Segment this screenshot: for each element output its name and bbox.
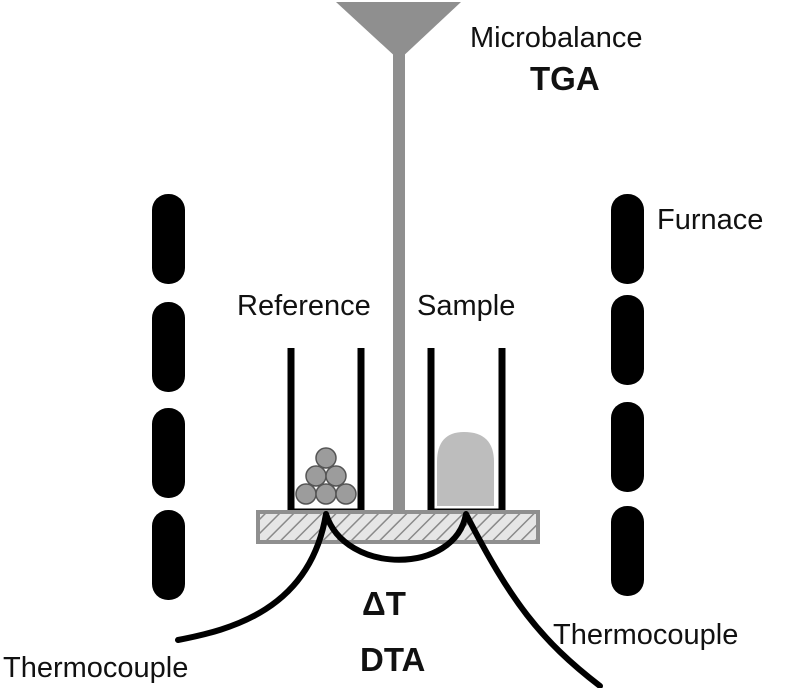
furnace-segment — [152, 408, 185, 498]
thermocouple-label-left: Thermocouple — [3, 652, 188, 684]
furnace-segment — [152, 510, 185, 600]
microbalance-label: Microbalance — [470, 22, 642, 54]
furnace-segment — [611, 506, 644, 596]
thermocouple-label-right: Thermocouple — [553, 619, 738, 651]
furnace-segment — [152, 194, 185, 284]
furnace-wall-left — [152, 194, 185, 600]
dta-label: DTA — [360, 641, 425, 678]
sample-label: Sample — [417, 290, 515, 322]
thermocouple-wire-right — [463, 511, 603, 688]
furnace-segment — [611, 194, 644, 284]
reference-material-spheres — [295, 447, 357, 505]
thermocouple-wire-left — [175, 511, 329, 643]
furnace-wall-right — [611, 194, 644, 596]
tga-label: TGA — [530, 60, 600, 97]
sample-platform — [256, 510, 540, 544]
furnace-segment — [152, 302, 185, 392]
furnace-label: Furnace — [657, 204, 763, 236]
thermocouple-junction-link — [323, 512, 469, 563]
reference-label: Reference — [237, 290, 371, 322]
microbalance-hanger — [336, 2, 461, 60]
furnace-segment — [611, 295, 644, 385]
balance-stem — [393, 45, 405, 517]
furnace-segment — [611, 402, 644, 492]
sample-material — [437, 432, 494, 506]
delta-t-label: ΔT — [362, 585, 406, 622]
